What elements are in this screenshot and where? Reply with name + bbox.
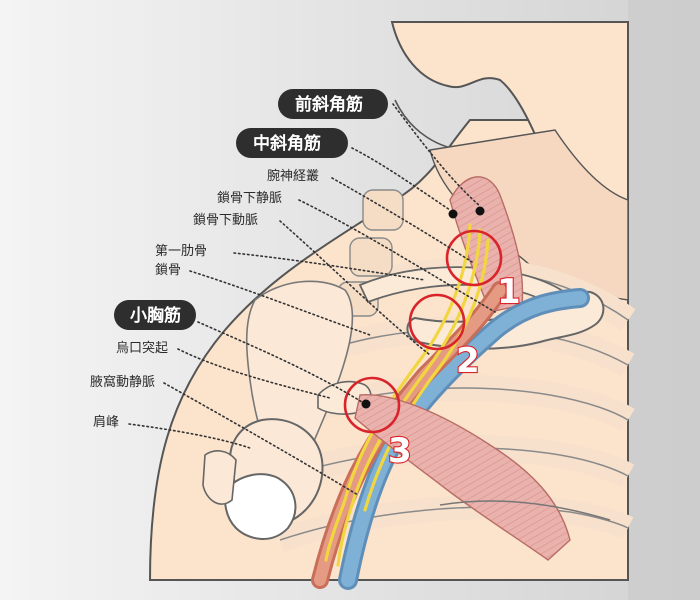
leader-lines: [128, 103, 496, 496]
pectoralis-minor: [354, 394, 571, 561]
label-subclavian-artery: 鎖骨下動脈: [193, 212, 258, 228]
label-anterior-scalene: 前斜角筋: [278, 89, 388, 119]
coracoid-dot: [361, 399, 371, 409]
humeral-head: [202, 418, 324, 540]
compression-sites: 1 2 3: [343, 229, 522, 472]
label-first-rib: 第一肋骨: [155, 244, 207, 259]
label-brachial-plexus: 腕神経叢: [267, 168, 319, 184]
brachial-plexus: [324, 223, 490, 567]
scalene-dot-left: [448, 209, 458, 219]
site-circle-2: [408, 293, 466, 351]
site-number-3: 3: [388, 431, 412, 471]
label-acromion: 肩峰: [93, 414, 119, 430]
label-subclavian-vein: 鎖骨下静脈: [217, 190, 282, 206]
site-number-1: 1: [497, 272, 521, 312]
label-coracoid-process: 烏口突起: [116, 340, 168, 356]
svg-text:中斜角筋: 中斜角筋: [253, 133, 321, 154]
label-pectoralis-minor: 小胸筋: [114, 300, 196, 330]
site-circle-3: [343, 376, 401, 434]
site-circle-1: [445, 229, 503, 287]
label-middle-scalene: 中斜角筋: [236, 128, 348, 158]
label-clavicle: 鎖骨: [155, 262, 181, 278]
svg-text:前斜角筋: 前斜角筋: [295, 94, 363, 115]
plain-labels: 腕神経叢 鎖骨下静脈 鎖骨下動脈 第一肋骨 鎖骨 烏口突起 腋窩動静脈 肩峰: [90, 168, 319, 430]
label-axillary-vessels: 腋窩動静脈: [90, 374, 155, 390]
scalene-dot-right: [475, 206, 485, 216]
site-number-2: 2: [456, 341, 480, 381]
svg-text:小胸筋: 小胸筋: [130, 305, 181, 326]
neck: [429, 129, 629, 301]
